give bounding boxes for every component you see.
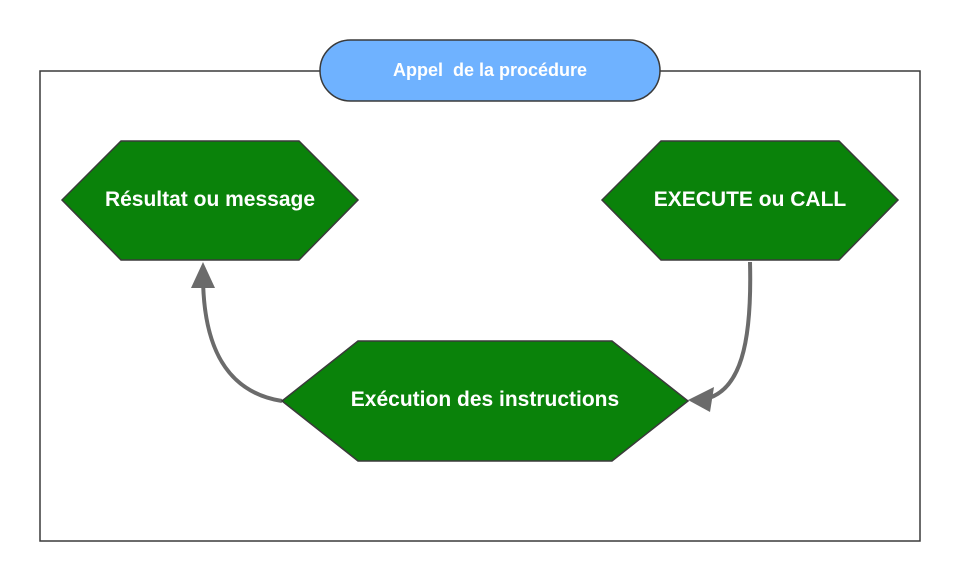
arrowhead-icon [688,387,714,412]
title-label: Appel de la procédure [393,60,587,80]
title-pill [319,39,661,102]
node-execute: EXECUTE ou CALL [600,140,900,261]
container-title: Appel de la procédure [319,39,661,102]
node-label: Résultat ou message [105,188,315,211]
connector-line [201,274,283,403]
hexagon-shape [60,140,360,261]
node-result: Résultat ou message [60,140,360,261]
connector-line [699,261,753,402]
arrowhead-icon [191,262,215,288]
node-label: EXECUTE ou CALL [654,188,847,211]
hexagon-shape [280,340,690,462]
node-label: Exécution des instructions [351,388,619,411]
node-execution: Exécution des instructions [280,340,690,462]
edge-execution-to-result [191,262,283,403]
hexagon-shape [600,140,900,261]
edge-execute-to-execution [688,261,753,412]
